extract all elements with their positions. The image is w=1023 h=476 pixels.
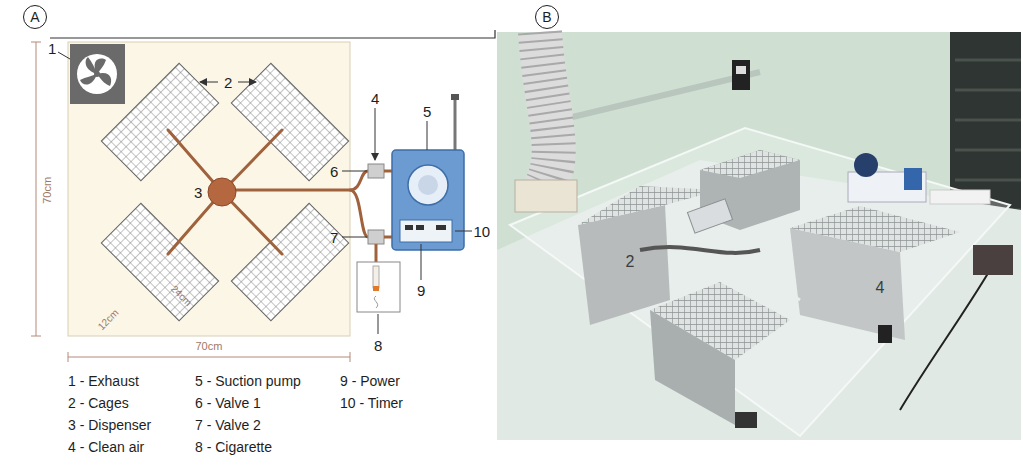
panel-letter: B bbox=[542, 10, 551, 24]
callout-number: 3 bbox=[194, 184, 202, 201]
callout-number: 10 bbox=[474, 223, 491, 240]
legend-text: 9 - Power bbox=[340, 373, 400, 389]
callout-number: 8 bbox=[374, 337, 382, 354]
panel-letter-circle: B bbox=[535, 5, 559, 29]
smoke-tubes bbox=[168, 130, 368, 254]
dimension-lines bbox=[31, 42, 350, 362]
panel-letter-circle: A bbox=[23, 5, 47, 29]
photo-cage-number: 4 bbox=[876, 279, 885, 297]
leader-lines bbox=[342, 121, 472, 334]
legend-text: 10 - Timer bbox=[340, 395, 403, 411]
exhaust-fan bbox=[58, 44, 125, 104]
legend-text: 3 - Dispenser bbox=[68, 417, 151, 433]
dimension-label: 70cm bbox=[196, 340, 223, 353]
photo bbox=[497, 32, 1021, 440]
callout-number: 4 bbox=[371, 90, 379, 107]
dimension-label: 70cm bbox=[41, 176, 54, 203]
pump-assembly bbox=[357, 94, 464, 312]
callout-number: 6 bbox=[330, 163, 338, 180]
photo-cage-number: 2 bbox=[626, 253, 635, 271]
cages bbox=[101, 63, 348, 320]
legend-text: 8 - Cigarette bbox=[195, 439, 272, 455]
legend-text: 5 - Suction pump bbox=[195, 373, 301, 389]
legend-text: 6 - Valve 1 bbox=[195, 395, 261, 411]
callout-number: 2 bbox=[224, 74, 232, 91]
legend-text: 1 - Exhaust bbox=[68, 373, 139, 389]
callout-number: 9 bbox=[417, 282, 425, 299]
panel-letter: A bbox=[30, 10, 39, 24]
callout-number: 5 bbox=[423, 103, 431, 120]
legend-text: 4 - Clean air bbox=[68, 439, 144, 455]
dispenser bbox=[208, 178, 236, 206]
panel-frame bbox=[50, 30, 495, 38]
callout-number: 1 bbox=[48, 40, 56, 57]
callout-number: 7 bbox=[330, 229, 338, 246]
legend-text: 2 - Cages bbox=[68, 395, 129, 411]
legend-text: 7 - Valve 2 bbox=[195, 417, 261, 433]
